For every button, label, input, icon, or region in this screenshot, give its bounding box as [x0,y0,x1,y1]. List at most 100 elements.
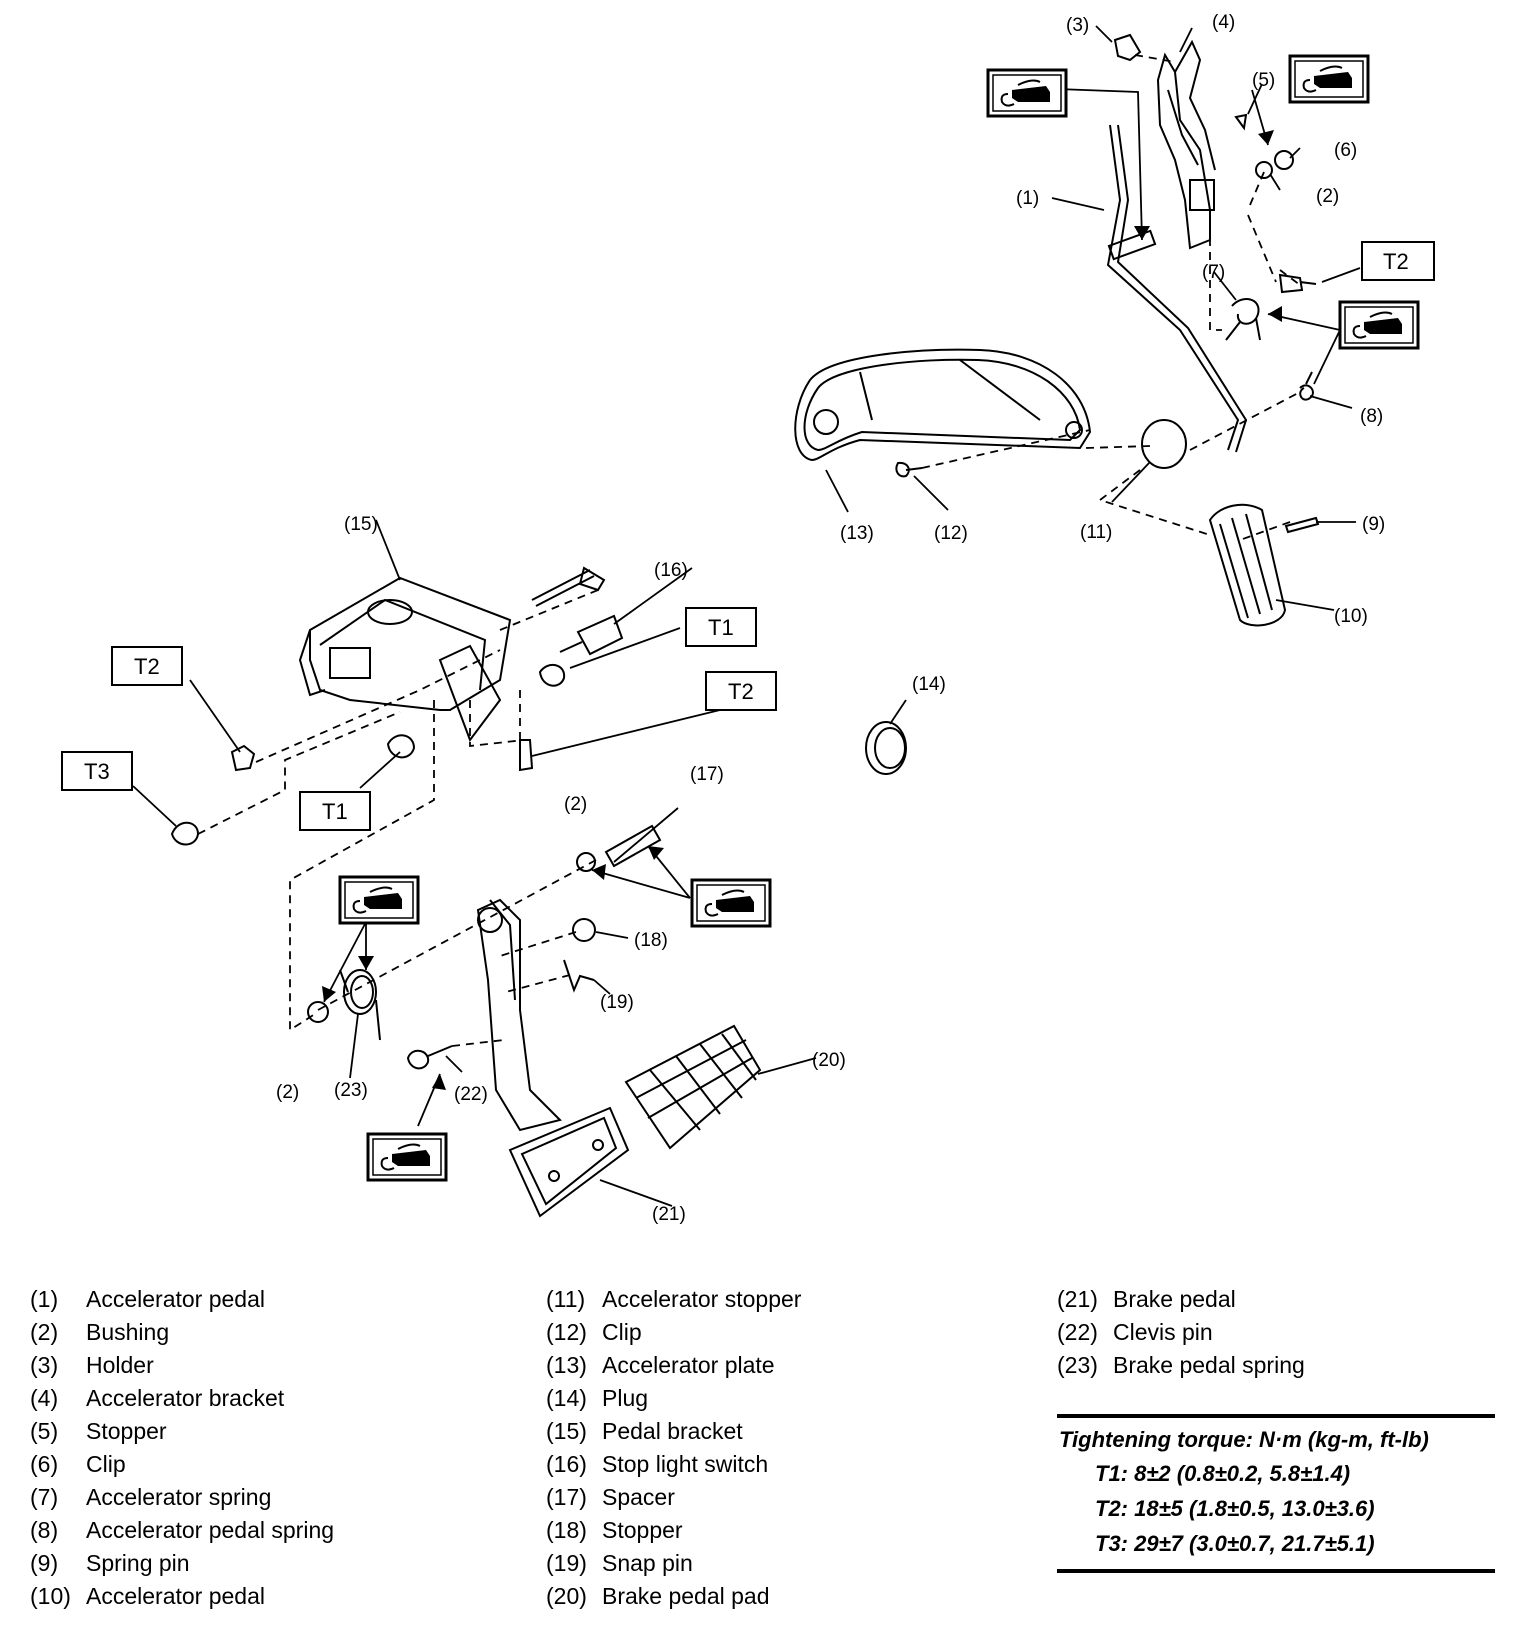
torque-tag-box [1361,241,1435,281]
legend-item: (18)Stopper [546,1514,801,1547]
legend-item: (13) Accelerator plate [546,1349,801,1382]
torque-tag-t1: T1 [708,615,734,640]
legend-item-name: Snap pin [602,1550,693,1576]
callout-16: (16) [654,560,688,581]
legend-item-name: Stop light switch [602,1451,769,1477]
legend-item: (7)Accelerator spring [30,1481,334,1514]
callout-6: (6) [1334,140,1357,161]
clip-12 [895,461,923,478]
legend-item-name: Clip [602,1319,642,1345]
stopper-18 [572,918,596,942]
callout-10: (10) [1334,606,1368,627]
brake-pedal [508,1106,630,1218]
callout-2: (2) [1316,186,1339,207]
torque-tag-box [705,671,777,711]
legend-item: (10)Accelerator pedal [30,1580,334,1613]
torque-tag-box [111,646,183,686]
assembly-guide-lines [197,54,1301,1047]
legend-item: (14)Plug [546,1382,801,1415]
pedal-assembly-diagram: T2 T1 T2 T2 T3 T1 (1) (2) (3) (4) (5) (6… [61,12,1435,1225]
legend-item-number: (23) [1057,1352,1098,1378]
legend-item: (9) Spring pin [30,1547,334,1580]
callout-5: (5) [1252,70,1275,91]
callout-2: (2) [276,1082,299,1103]
callout-13: (13) [840,523,874,544]
callout-14: (14) [912,674,946,695]
legend-item-name: Clip [86,1451,126,1477]
legend-item-name: Brake pedal [1113,1286,1236,1312]
accelerator-pin [1107,229,1157,261]
legend-item-number: (21) [1057,1286,1098,1312]
callout-8: (8) [1360,406,1383,427]
legend-item-name: Brake pedal spring [1113,1352,1305,1378]
callout-7: (7) [1202,262,1225,283]
torque-tag-box [299,791,371,831]
callout-22: (22) [454,1084,488,1105]
callout-3: (3) [1066,15,1089,36]
legend-item-name: Pedal bracket [602,1418,743,1444]
legend-item-name: Accelerator pedal [86,1286,265,1312]
legend-item: (17) Spacer [546,1481,801,1514]
legend-item-name: Spacer [602,1484,675,1510]
holder [1113,33,1142,62]
torque-tag-t3: T3 [84,759,110,784]
legend-item: (22) Clevis pin [1057,1316,1305,1349]
legend-item-number: (11) [546,1286,586,1312]
torque-row-t1: T1: 8±2 (0.8±0.2, 5.8±1.4) [1095,1461,1351,1486]
legend-item-number: (5) [30,1418,59,1444]
legend-item-number: (12) [546,1319,587,1345]
accelerator-stopper [1141,419,1187,469]
legend-item-number: (17) [546,1484,587,1510]
grease-gun-icon [1338,300,1420,350]
pedal-bracket [298,576,512,743]
torque-tag-box [61,751,133,791]
grease-gun-icon [338,875,420,925]
nut-t1-upper [538,663,566,687]
legend-item-name: Plug [602,1385,649,1411]
parts-legend-column-1: (1)Accelerator pedal(2)Bushing(3)Holder(… [30,1283,334,1613]
grease-gun-icon [690,878,772,928]
legend-item: (11) Accelerator stopper [546,1283,801,1316]
legend-item-name: Accelerator stopper [602,1286,802,1312]
brake-pedal-pad [624,1024,762,1150]
callout-9: (9) [1362,514,1385,535]
accelerator-pedal-arm [1106,124,1248,453]
accelerator-spring [1225,298,1261,341]
legend-item: (8)Accelerator pedal spring [30,1514,334,1547]
legend-item-number: (1) [30,1286,59,1312]
legend-item-name: Stopper [602,1517,683,1543]
spacer [604,824,662,868]
legend-item-name: Accelerator bracket [86,1385,285,1411]
legend-item-name: Spring pin [86,1550,190,1576]
legend-item: (21) Brake pedal [1057,1283,1305,1316]
legend-item-number: (6) [30,1451,59,1477]
legend-item-number: (7) [30,1484,59,1510]
legend-item: (1) Accelerator pedal [30,1283,334,1316]
torque-tag-t2: T2 [728,679,754,704]
callout-15: (15) [344,514,378,535]
callout-18: (18) [634,930,668,951]
accelerator-pedal-pad [1208,503,1287,627]
callout-1: (1) [1016,188,1039,209]
tightening-torque-box: Tightening torque: N·m (kg-m, ft-lb) T1:… [1057,1414,1495,1573]
callout-17: (17) [690,764,724,785]
legend-item-number: (3) [30,1352,59,1378]
legend-item-name: Accelerator plate [602,1352,775,1378]
nut-t1-lower [386,734,416,759]
callout-23: (23) [334,1080,368,1101]
bolt-t2-centre [519,739,534,772]
legend-item-number: (13) [546,1352,587,1378]
torque-tag-t2: T2 [134,654,160,679]
legend-item-number: (16) [546,1451,587,1477]
legend-item-name: Clevis pin [1113,1319,1213,1345]
legend-item: (16) Stop light switch [546,1448,801,1481]
legend-item-number: (19) [546,1550,587,1576]
parts-legend-column-3: (21) Brake pedal (22) Clevis pin (23) Brake p… [1057,1283,1305,1382]
legend-item-name: Stopper [86,1418,167,1444]
pedal-bracket-bolt [531,566,606,607]
clevis-pin [406,1045,453,1070]
legend-item: (23) Brake pedal spring [1057,1349,1305,1382]
torque-row-t3: T3: 29±7 (3.0±0.7, 21.7±5.1) [1095,1531,1375,1556]
legend-item-number: (22) [1057,1319,1098,1345]
legend-item-number: (9) [30,1550,59,1576]
